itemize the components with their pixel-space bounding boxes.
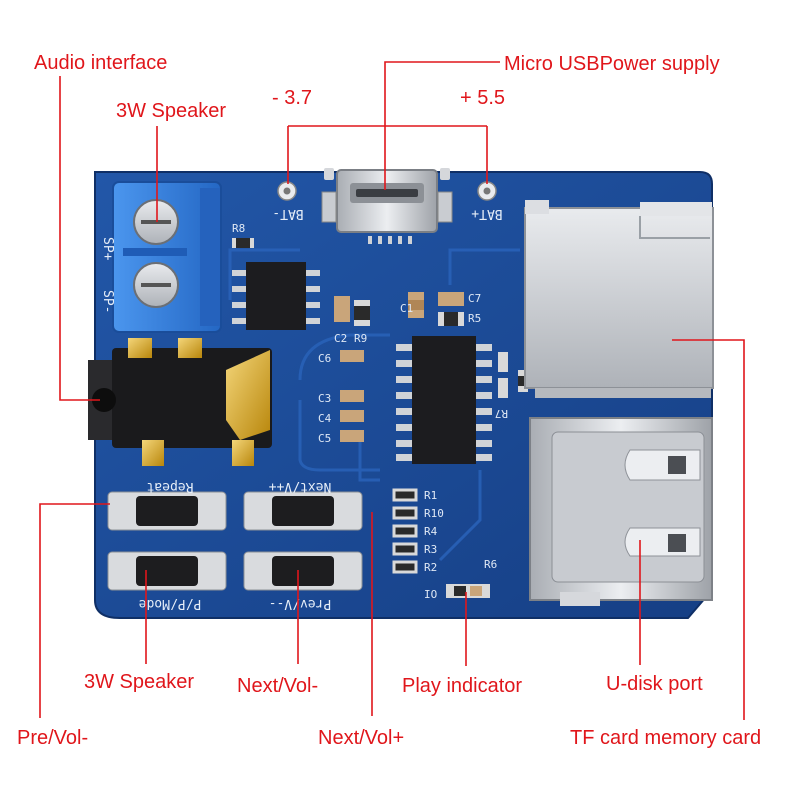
next-button-hw <box>243 491 363 531</box>
silk-c6: C6 <box>318 352 331 365</box>
push-buttons <box>107 491 363 591</box>
silk-r1: R1 <box>424 489 437 502</box>
silk-r10: R10 <box>424 507 444 520</box>
decoder-chip <box>396 336 492 464</box>
silk-r4: R4 <box>424 525 438 538</box>
amplifier-chip <box>232 262 320 330</box>
mode-button-hw <box>107 551 227 591</box>
silk-sp-minus: SP- <box>100 290 115 313</box>
label-neg-voltage: - 3.7 <box>272 87 313 109</box>
leader-pre-vol-minus <box>39 503 110 718</box>
label-micro-usb: Micro USBPower supply <box>504 53 720 75</box>
silk-c4: C4 <box>318 412 332 425</box>
label-play-indicator: Play indicator <box>402 675 523 697</box>
silk-c5: C5 <box>318 432 331 445</box>
leader-audio-interface <box>59 76 100 401</box>
tf-card-slot <box>524 200 714 398</box>
pcb-traces <box>228 248 520 562</box>
silk-c2: C2 <box>334 332 347 345</box>
silk-r8: R8 <box>232 222 245 235</box>
leader-micro-usb <box>384 61 500 190</box>
silk-r9: R9 <box>354 332 367 345</box>
label-next-vol-minus: Next/Vol- <box>237 675 319 697</box>
label-speaker-bottom: 3W Speaker <box>84 671 195 693</box>
silk-bat-minus: BAT- <box>272 206 303 221</box>
silk-bat-plus: BAT+ <box>471 206 502 221</box>
silk-sp-plus: SP+ <box>100 237 115 261</box>
silk-r7: R7 <box>495 407 508 420</box>
silk-r5: R5 <box>468 312 481 325</box>
prev-button-hw <box>243 551 363 591</box>
resistor-column <box>392 488 418 574</box>
leader-tf-card <box>672 339 745 720</box>
play-indicator-led <box>446 584 490 598</box>
passive-components <box>334 292 528 442</box>
silk-c7: C7 <box>468 292 481 305</box>
audio-jack <box>88 338 272 466</box>
silk-r6: R6 <box>484 558 497 571</box>
label-udisk-port: U-disk port <box>606 673 703 695</box>
silk-c1: C1 <box>400 302 413 315</box>
silk-prev-v-minus: Prev/V-- <box>269 596 332 611</box>
battery-pads <box>277 181 497 201</box>
silk-repeat: Repeat <box>147 479 194 494</box>
silk-io: IO <box>424 588 437 601</box>
speaker-terminal-block <box>112 181 222 333</box>
silk-pp-mode: P/P/Mode <box>139 596 202 611</box>
label-audio-interface: Audio interface <box>34 52 168 74</box>
label-pre-vol-minus: Pre/Vol- <box>17 727 89 749</box>
silk-r3: R3 <box>424 543 437 556</box>
silk-c3: C3 <box>318 392 331 405</box>
leader-lines <box>39 61 745 720</box>
silk-r2: R2 <box>424 561 437 574</box>
silk-next-v-plus: Next/V++ <box>269 479 332 494</box>
resistor-r8 <box>232 238 254 248</box>
label-tf-card: TF card memory card <box>570 727 762 749</box>
label-pos-voltage: + 5.5 <box>460 87 506 109</box>
micro-usb-connector <box>321 168 453 244</box>
repeat-button-hw <box>107 491 227 531</box>
label-speaker-top: 3W Speaker <box>116 100 227 122</box>
usb-a-port <box>529 417 713 606</box>
label-next-vol-plus: Next/Vol+ <box>318 727 405 749</box>
